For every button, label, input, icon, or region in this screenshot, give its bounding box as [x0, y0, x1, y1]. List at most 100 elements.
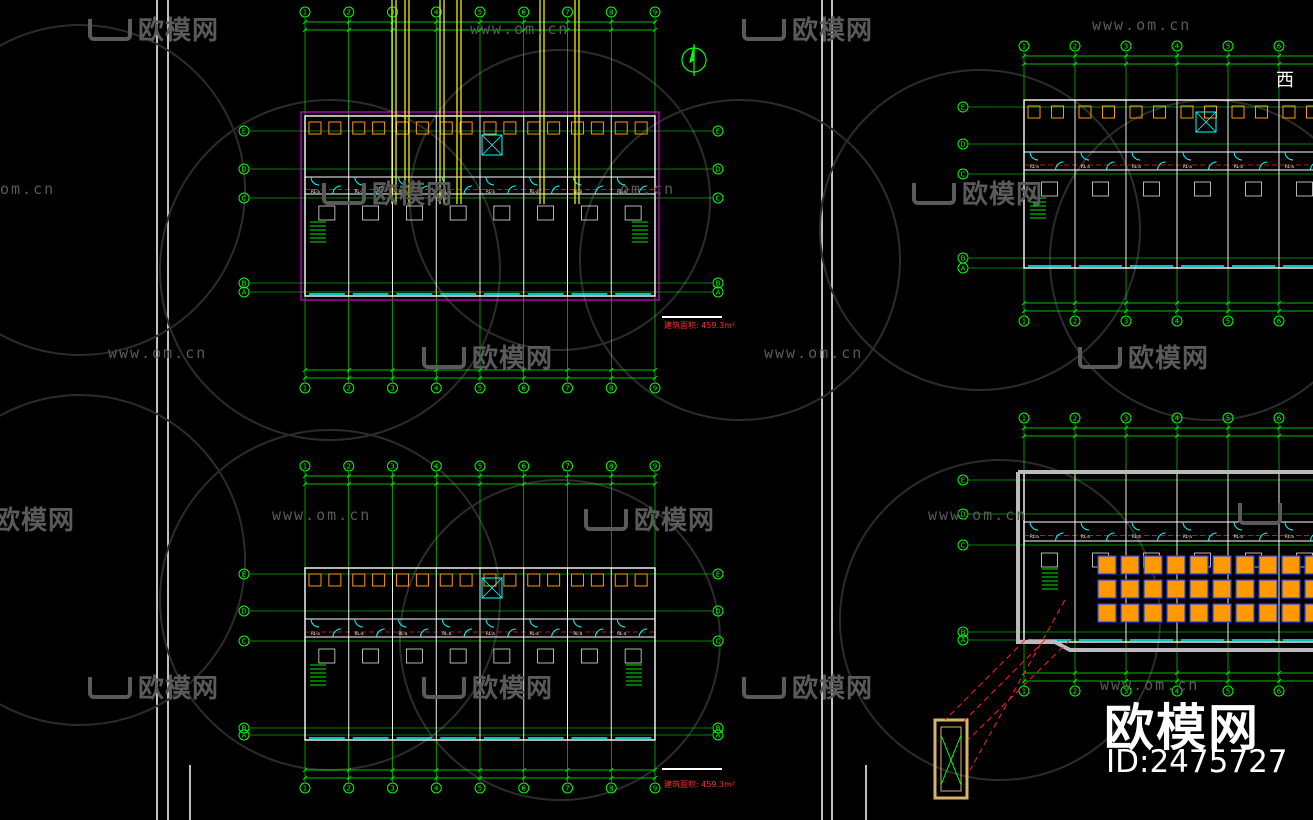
- door-swing: [310, 176, 320, 186]
- door-swing: [1284, 151, 1294, 161]
- furniture: [581, 205, 598, 221]
- furniture: [1041, 181, 1058, 197]
- axis-bubble-bottom-circle: [1069, 685, 1081, 697]
- axis-bubble-bottom-label: 9: [653, 385, 657, 393]
- axis-bubble-bottom-circle: [474, 382, 486, 394]
- axis-bubble-top-circle: [474, 460, 486, 472]
- door-swing: [1182, 151, 1192, 161]
- axis-bubble-right-label: D: [715, 608, 720, 616]
- axis-bubble-top-circle: [299, 460, 311, 472]
- axis-bubble-bottom-label: 2: [1073, 318, 1077, 326]
- axis-bubble-left-circle: [238, 192, 250, 204]
- furniture: [1143, 181, 1160, 197]
- axis-bubble-left-label: A: [961, 265, 966, 273]
- axis-bubble-top-circle: [649, 460, 661, 472]
- axis-bubble-left-label: A: [961, 637, 966, 645]
- room-tag: RL-a: [1183, 534, 1192, 539]
- furniture: [1092, 181, 1109, 197]
- toilet-fixture: [1051, 105, 1064, 119]
- axis-bubble-bottom-label: 9: [653, 785, 657, 793]
- furniture: [624, 205, 642, 221]
- door-swing: [1233, 151, 1243, 161]
- room-tag: RL-a: [1132, 164, 1141, 169]
- axis-bubble-bottom-circle: [1222, 685, 1234, 697]
- axis-bubble-top-label: 6: [522, 9, 527, 17]
- axis-bubble-top-label: 9: [653, 463, 657, 471]
- watermark-brand-text: 欧模网: [792, 16, 874, 46]
- toilet-fixture: [415, 573, 429, 587]
- axis-bubble-top-circle: [562, 460, 573, 472]
- toilet-fixture: [634, 573, 648, 587]
- toilet-fixture: [372, 573, 386, 587]
- door-swing: [1233, 521, 1243, 531]
- axis-bubble-left-label: C: [961, 542, 966, 550]
- seat-block: [1120, 603, 1140, 623]
- watermark-brand-text: 欧模网: [962, 180, 1044, 210]
- door-swing: [1106, 161, 1115, 171]
- axis-bubble-left-label: E: [242, 128, 246, 136]
- axis-bubble-bottom-label: 3: [390, 385, 394, 393]
- door-swing: [1208, 161, 1217, 171]
- axis-bubble-right-circle: [712, 286, 724, 298]
- axis-bubble-top-circle: [430, 460, 442, 472]
- axis-bubble-top-label: 4: [1175, 43, 1180, 51]
- toilet-fixture: [571, 573, 584, 587]
- room-tag: RL-a: [1234, 534, 1243, 539]
- sheet-borders: [156, 0, 867, 820]
- toilet-fixture: [547, 573, 561, 587]
- door-swing: [463, 628, 473, 638]
- room-tag: RL-a: [1081, 534, 1090, 539]
- axis-bubble-left-label: E: [961, 104, 965, 112]
- room-tag: RL-a: [355, 189, 364, 194]
- door-swing: [1080, 521, 1090, 531]
- axis-bubble-bottom-label: 2: [347, 385, 351, 393]
- axis-bubble-top-label: 9: [653, 9, 657, 17]
- axis-bubble-left-label: D: [960, 511, 965, 519]
- axis-bubble-left-circle: [238, 163, 250, 175]
- watermark-url: www.om.cn: [470, 20, 570, 38]
- room-tag: RL-a: [1285, 164, 1294, 169]
- toilet-fixture: [352, 573, 366, 587]
- axis-bubble-top-circle: [1018, 40, 1030, 52]
- axis-bubble-left-circle: [957, 474, 969, 486]
- seat-block: [1281, 579, 1301, 599]
- axis-bubble-left-label: E: [961, 477, 965, 485]
- watermark-logo: 欧模网: [742, 10, 873, 47]
- axis-bubble-right-circle: [712, 722, 724, 734]
- furniture: [493, 205, 511, 221]
- toilet-fixture: [372, 121, 386, 135]
- axis-bubble-bottom-label: 6: [522, 385, 527, 393]
- elevator-shaft: [1195, 111, 1217, 133]
- door-swing: [529, 176, 538, 186]
- axis-bubble-right-label: C: [716, 638, 721, 646]
- axis-bubble-right-circle: [712, 568, 724, 580]
- toilet-fixture: [415, 121, 429, 135]
- axis-bubble-top-circle: [1171, 40, 1183, 52]
- axis-bubble-top-label: 8: [609, 9, 613, 17]
- watermark-url: www.om.cn: [1100, 676, 1200, 694]
- axis-bubble-top-circle: [605, 6, 617, 18]
- toilet-fixture: [308, 121, 322, 135]
- room-tag: RL-a: [1132, 534, 1141, 539]
- axis-bubble-bottom-circle: [1120, 685, 1132, 697]
- axis-bubble-left-circle: [957, 101, 969, 113]
- watermark-brand-text: 欧模网: [472, 674, 554, 704]
- seat-block: [1258, 555, 1278, 575]
- axis-bubble-bottom-label: 2: [1073, 688, 1077, 696]
- room-tag: RL-a: [1081, 164, 1090, 169]
- axis-bubble-bottom-circle: [1222, 315, 1234, 327]
- toilet-fixture: [328, 573, 342, 587]
- furniture: [362, 205, 379, 221]
- plan1-area-label: 建筑面积: 459.3m²: [664, 321, 736, 330]
- axis-bubble-bottom-label: 5: [1226, 318, 1230, 326]
- axis-bubble-top-circle: [1069, 412, 1081, 424]
- seat-block: [1235, 579, 1255, 599]
- axis-bubble-left-label: C: [242, 195, 247, 203]
- axis-bubble-bottom-circle: [387, 782, 398, 794]
- seat-block: [1258, 603, 1278, 623]
- seat-block: [1143, 579, 1163, 599]
- axis-bubble-top-circle: [299, 6, 311, 18]
- axis-bubble-top-circle: [430, 6, 442, 18]
- axis-bubble-top-label: 2: [347, 463, 351, 471]
- door-swing: [1157, 161, 1166, 171]
